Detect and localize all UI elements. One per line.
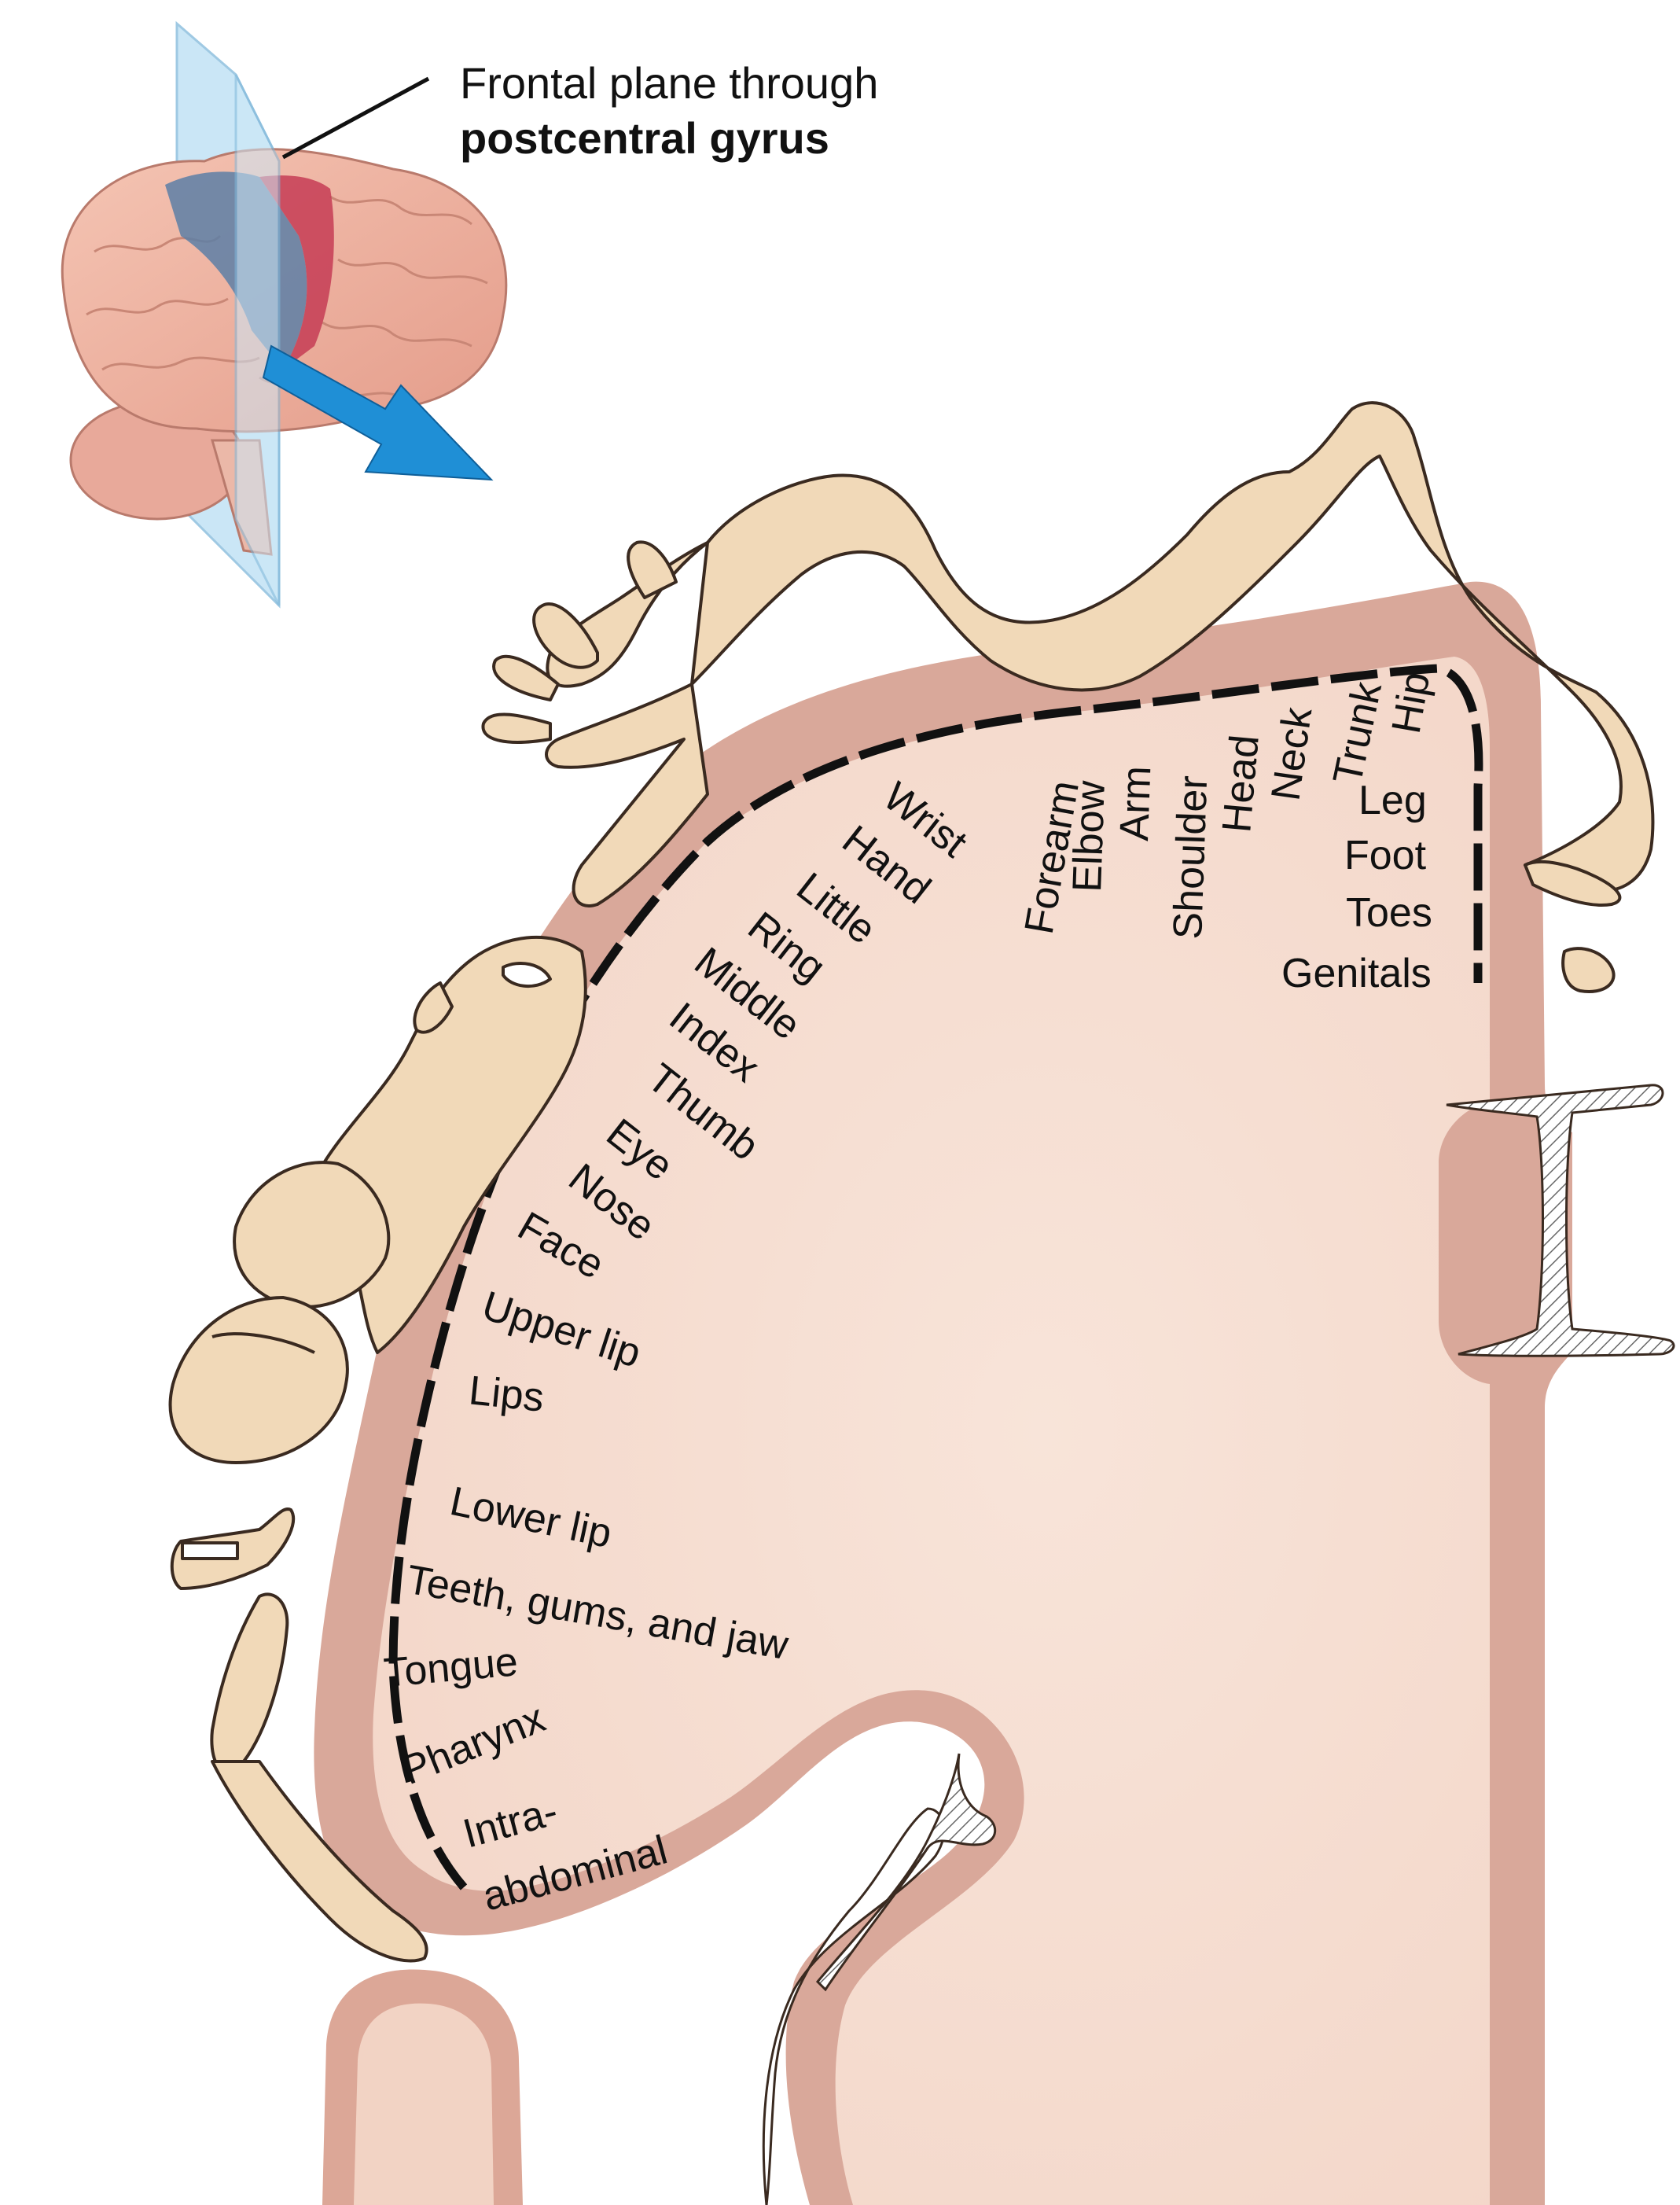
inferior-cleft [547, 1958, 708, 2205]
homunculus-thumb [534, 604, 597, 668]
label-shoulder: Shoulder [1165, 775, 1216, 940]
homunculus-upper-lip [234, 1162, 388, 1307]
homunculus-tongue [211, 1594, 287, 1772]
callout-line2: postcentral gyrus [460, 113, 829, 163]
label-head: Head [1214, 733, 1268, 834]
homunculus-finger-3 [483, 714, 550, 742]
homunculus-lower-lip [171, 1298, 347, 1463]
label-lips: Lips [467, 1368, 546, 1421]
callout-line1: Frontal plane through [460, 58, 878, 108]
label-foot: Foot [1344, 833, 1427, 878]
label-elbow: Elbow [1064, 779, 1114, 893]
white-matter [373, 657, 1490, 2205]
label-leg: Leg [1358, 778, 1427, 823]
homunculus-genitals [1563, 948, 1613, 992]
inset-brain [62, 24, 506, 606]
label-genitals: Genitals [1281, 951, 1432, 996]
label-toes: Toes [1346, 890, 1432, 936]
frontal-plane-front [236, 75, 279, 606]
homunculus-teeth [182, 1543, 237, 1559]
label-arm: Arm [1112, 765, 1160, 841]
callout-leader [283, 79, 428, 157]
